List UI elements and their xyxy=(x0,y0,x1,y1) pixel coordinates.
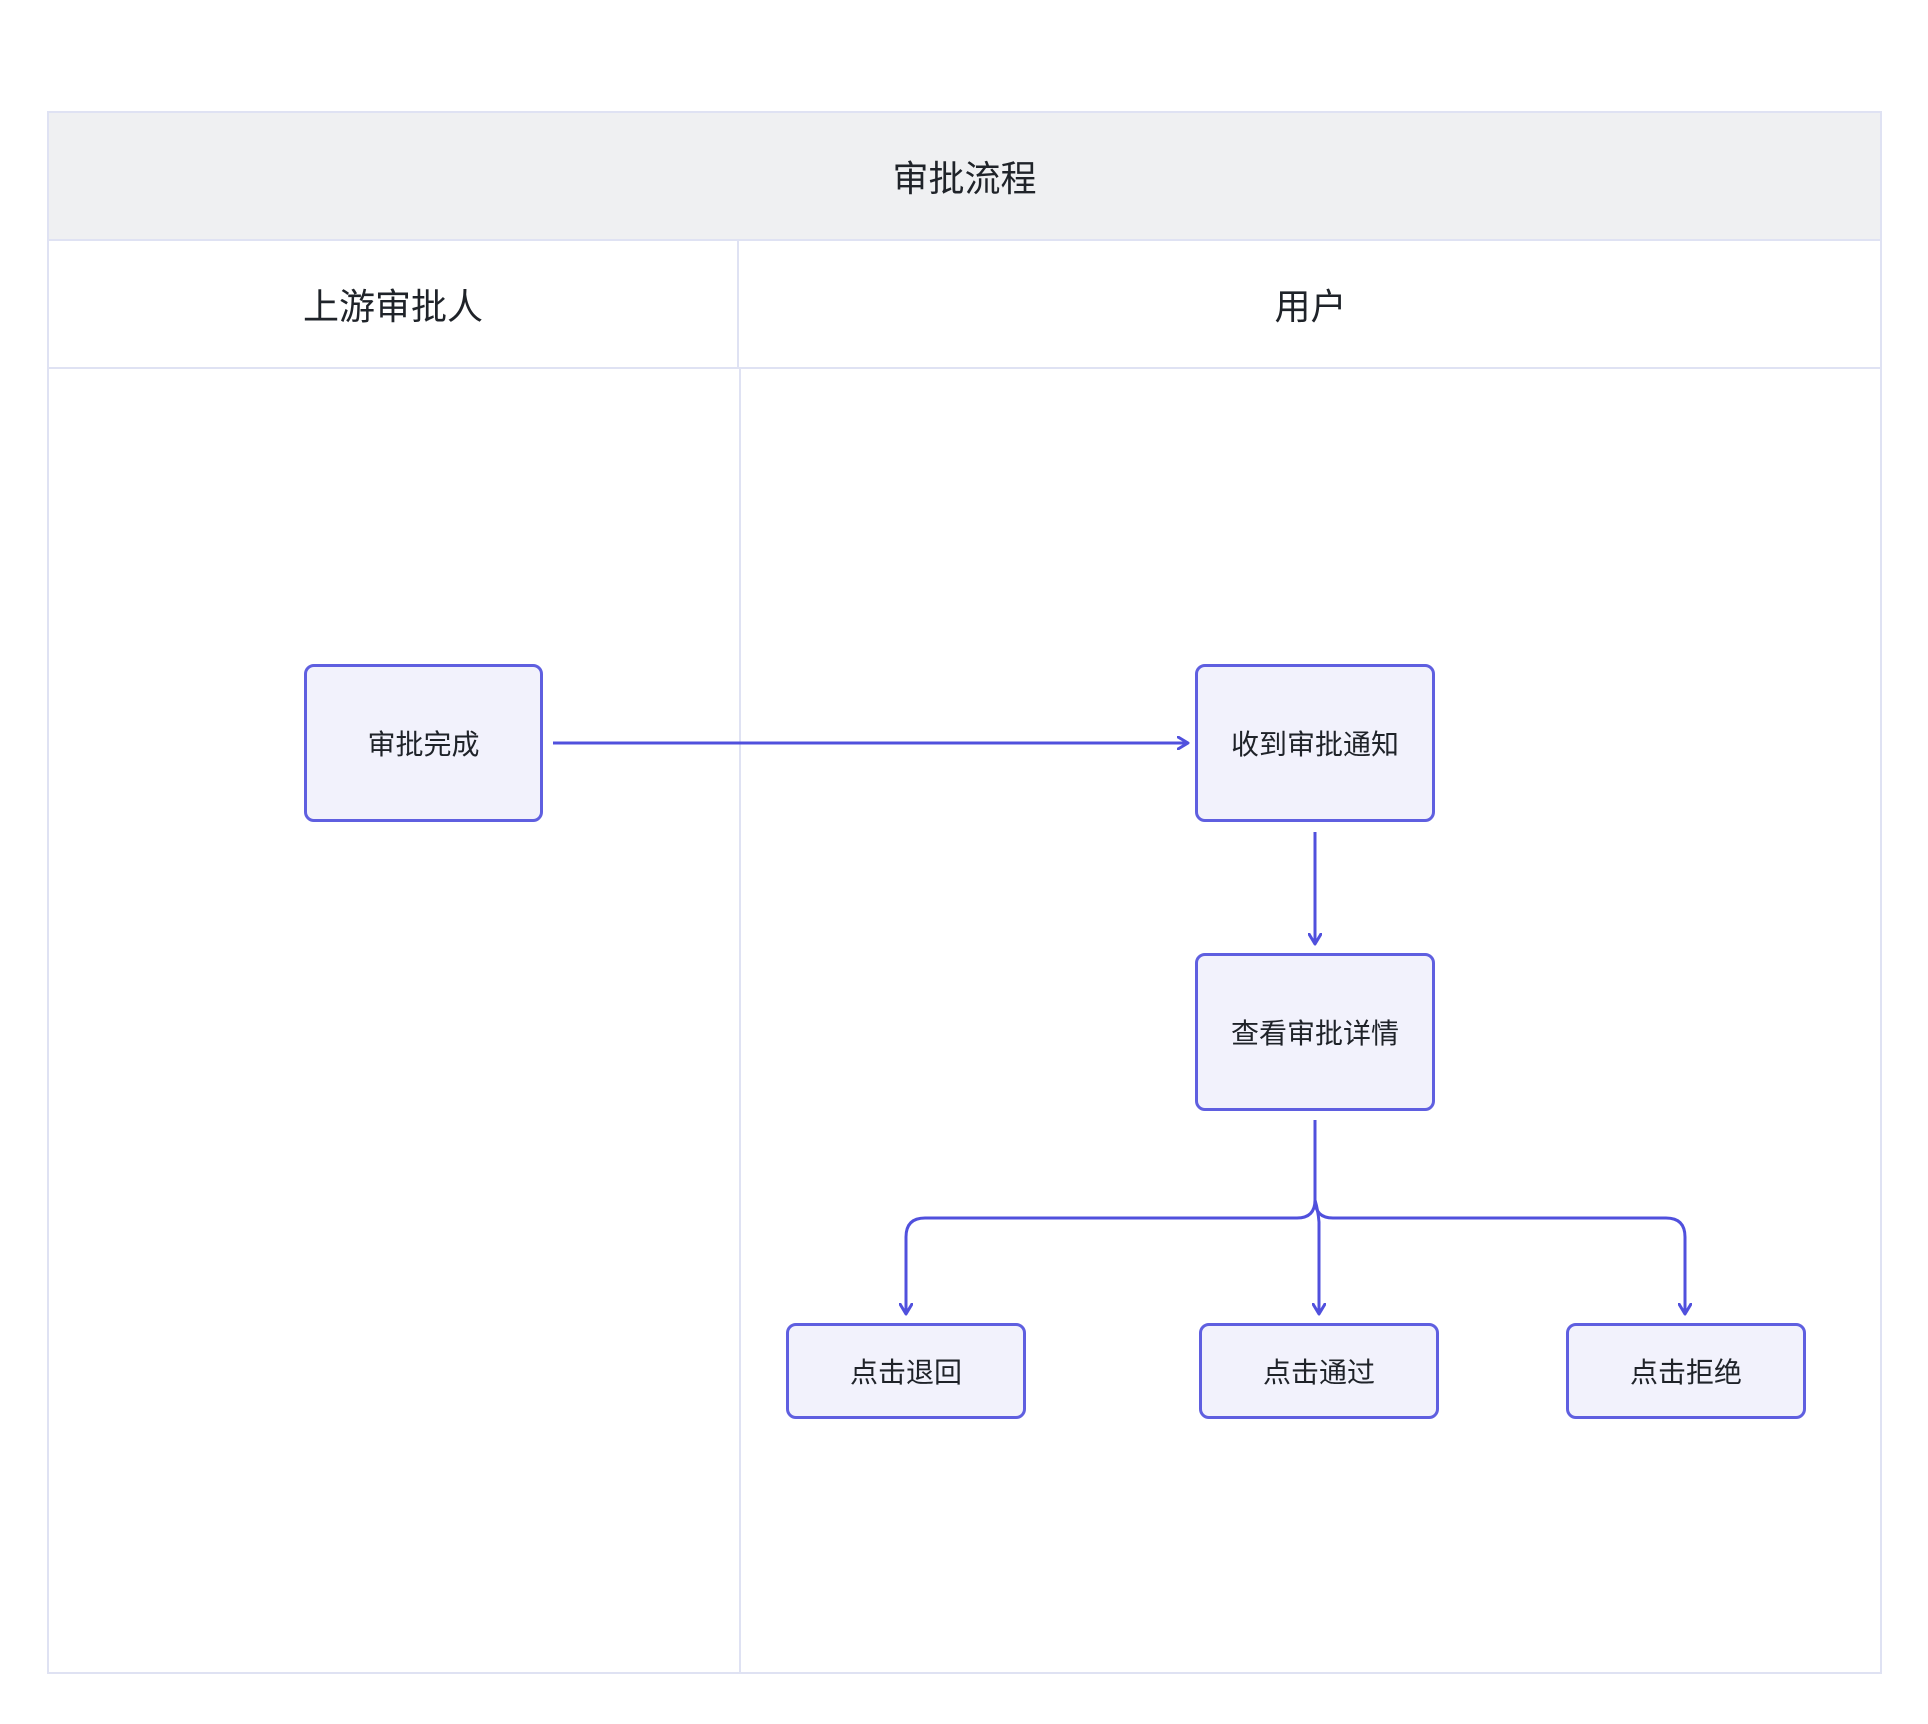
node-click-return-label: 点击退回 xyxy=(849,1356,962,1389)
node-click-reject[interactable]: 点击拒绝 xyxy=(1566,1323,1806,1419)
lane-label-upstream-approver: 上游审批人 xyxy=(302,287,483,328)
node-approval-done[interactable]: 审批完成 xyxy=(304,664,543,822)
node-click-reject-label: 点击拒绝 xyxy=(1629,1356,1742,1389)
node-receive-notice-label: 收到审批通知 xyxy=(1230,728,1399,761)
swimlane-frame: 审批流程 上游审批人 用户 xyxy=(47,111,1882,1674)
lane-divider xyxy=(739,369,741,1674)
node-approval-done-label: 审批完成 xyxy=(367,728,480,761)
lane-header-upstream-approver: 上游审批人 xyxy=(49,241,739,369)
lane-header-user: 用户 xyxy=(739,241,1882,369)
diagram-title: 审批流程 xyxy=(49,113,1880,241)
node-click-return[interactable]: 点击退回 xyxy=(786,1323,1026,1419)
node-receive-notice[interactable]: 收到审批通知 xyxy=(1195,664,1435,822)
node-view-details[interactable]: 查看审批详情 xyxy=(1195,953,1435,1111)
node-view-details-label: 查看审批详情 xyxy=(1230,1017,1399,1050)
node-click-pass[interactable]: 点击通过 xyxy=(1199,1323,1439,1419)
edge-view-details-to-click-reject xyxy=(1313,1120,1685,1314)
lane-label-user: 用户 xyxy=(1274,287,1347,328)
diagram-title-text: 审批流程 xyxy=(892,159,1037,200)
node-click-pass-label: 点击通过 xyxy=(1262,1356,1375,1389)
edge-view-details-to-click-return xyxy=(906,1120,1317,1314)
